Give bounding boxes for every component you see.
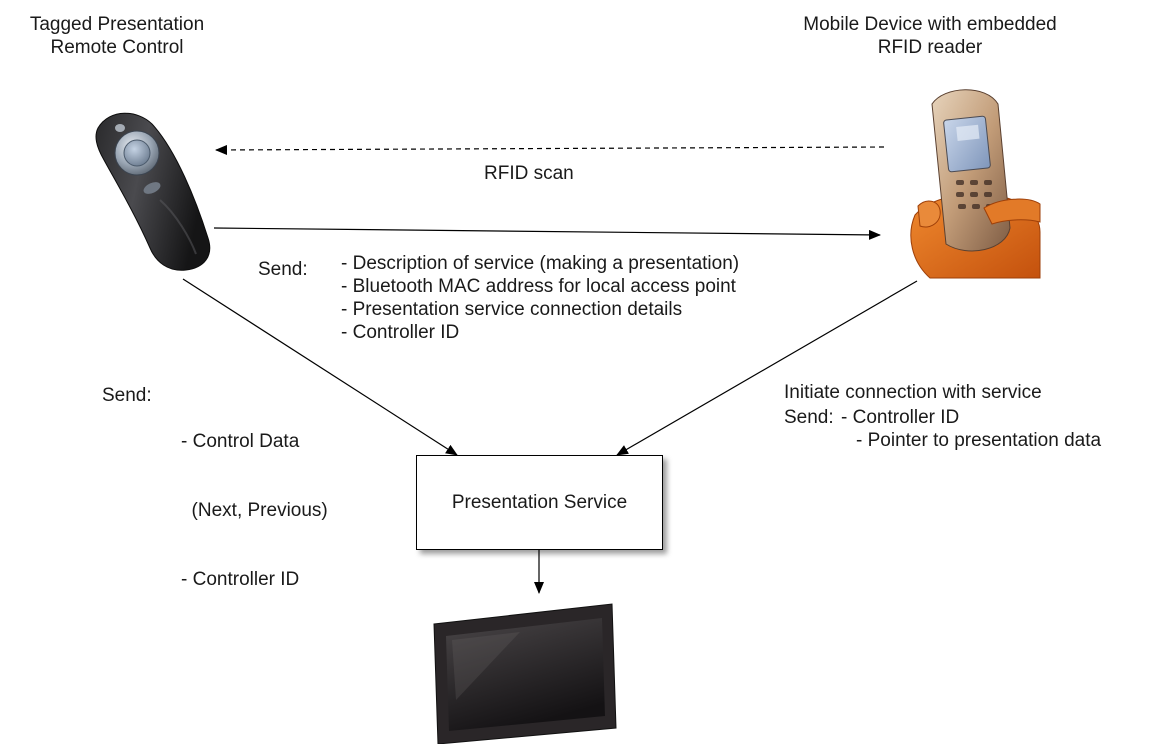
list-item: - Controller ID (181, 569, 300, 590)
remote-title-line2: Remote Control (50, 37, 184, 58)
mobile-title: Mobile Device with embedded RFID reader (800, 13, 1060, 59)
remote-title-line1: Tagged Presentation (29, 14, 205, 35)
list-item: - Controller ID (341, 322, 460, 343)
remote-to-service-send-prefix: Send: (102, 385, 152, 406)
mobile-phone-icon (910, 89, 1041, 279)
rfid-scan-label: RFID scan (484, 163, 574, 184)
list-item: - Controller ID (841, 407, 960, 428)
flat-screen-display-icon (433, 603, 617, 744)
presentation-service-box: Presentation Service (416, 455, 663, 550)
presentation-remote-icon (95, 112, 211, 271)
remote-to-mobile-send-list: - Description of service (making a prese… (341, 252, 739, 344)
presentation-service-label: Presentation Service (451, 491, 628, 513)
mobile-to-service-send-prefix: Send: (784, 407, 834, 428)
list-item: - Control Data (181, 431, 300, 452)
list-item: - Bluetooth MAC address for local access… (341, 276, 736, 297)
list-item: - Presentation service connection detail… (341, 299, 683, 320)
remote-to-service-send-list: - Control Data (Next, Previous) - Contro… (181, 384, 328, 637)
remote-to-mobile-arrow (213, 227, 881, 240)
mobile-title-line1: Mobile Device with embedded (803, 14, 1057, 35)
list-item: (Next, Previous) (181, 500, 328, 521)
remote-to-service-arrow (182, 278, 458, 456)
remote-title: Tagged Presentation Remote Control (0, 13, 234, 59)
remote-to-mobile-send-prefix: Send: (258, 259, 308, 280)
mobile-to-service-heading: Initiate connection with service (784, 382, 1042, 403)
mobile-to-service-send-list: - Controller ID - Pointer to presentatio… (841, 406, 1101, 452)
list-item: - Description of service (making a prese… (341, 253, 740, 274)
mobile-title-line2: RFID reader (877, 37, 983, 58)
mobile-to-service-arrow (616, 280, 918, 456)
list-item: - Pointer to presentation data (856, 430, 1102, 451)
rfid-scan-arrow (215, 144, 885, 155)
